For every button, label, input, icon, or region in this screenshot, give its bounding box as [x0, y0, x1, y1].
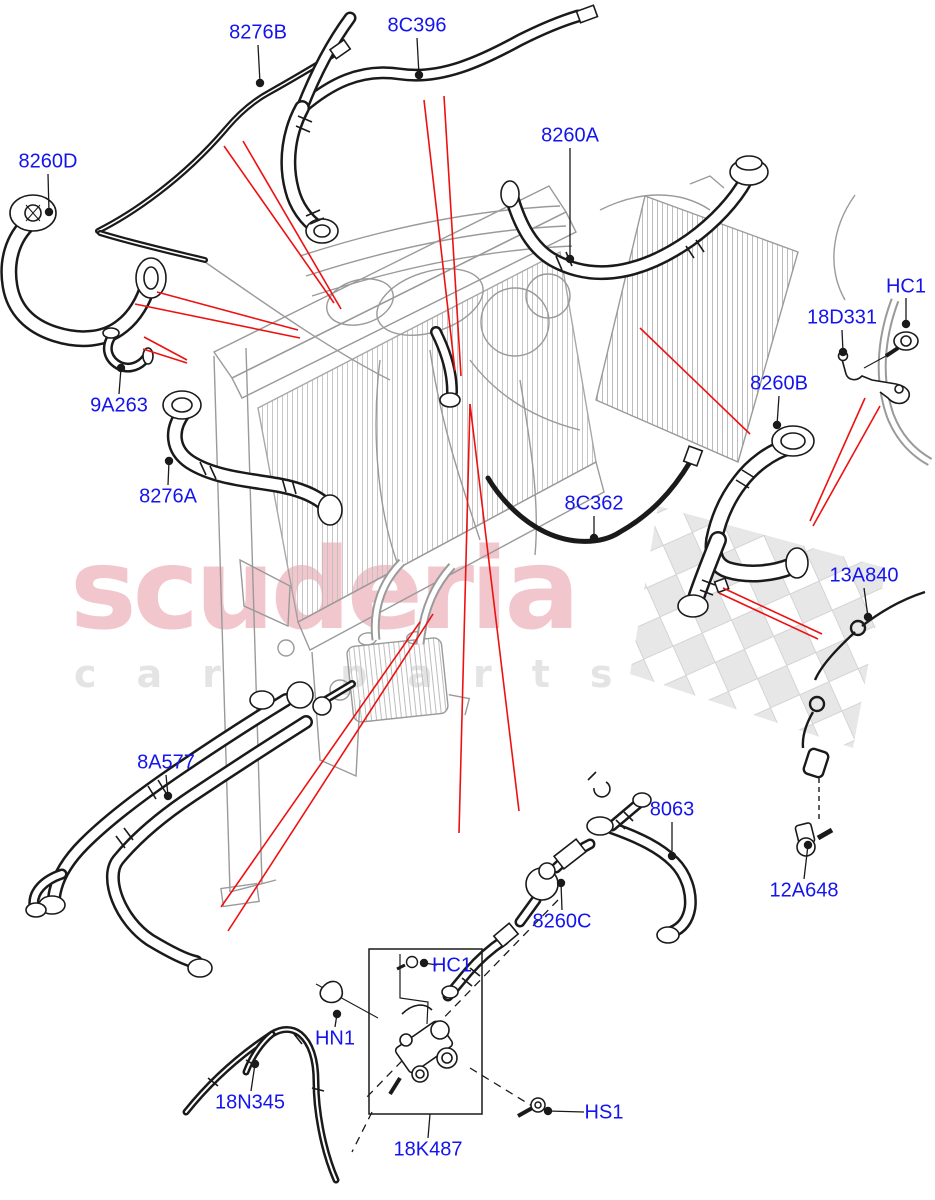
leader-line: [47, 173, 50, 213]
callout-dot: [419, 958, 429, 968]
clip-HN1: [315, 980, 379, 1019]
callout-dot: [589, 533, 599, 543]
red-locator-line: [812, 405, 881, 527]
callout-dot: [250, 1059, 260, 1069]
callout-dot: [332, 1009, 342, 1019]
pipe-18N345-branch: [245, 1033, 273, 1073]
callout-dot: [414, 70, 424, 80]
callout-dot: [44, 207, 54, 217]
red-locator-line: [809, 397, 866, 522]
part-label-18K487[interactable]: 18K487: [393, 1138, 463, 1161]
callout-dot: [255, 78, 265, 88]
part-label-8276A[interactable]: 8276A: [139, 485, 197, 508]
leader-line: [250, 1063, 256, 1092]
red-locator-line: [142, 348, 188, 364]
leader-line: [427, 1113, 431, 1139]
part-label-8C396[interactable]: 8C396: [387, 14, 447, 37]
engine-elbow: [432, 328, 456, 396]
red-locator-line: [220, 621, 421, 908]
part-label-18D331[interactable]: 18D331: [806, 306, 878, 329]
leader-line: [547, 1110, 585, 1113]
callout-dot: [772, 420, 782, 430]
red-locator-line: [227, 613, 434, 932]
callout-dot: [116, 363, 126, 373]
part-label-8260B[interactable]: 8260B: [750, 372, 808, 395]
part-label-8260D[interactable]: 8260D: [18, 150, 78, 173]
callout-dot: [667, 851, 677, 861]
red-locator-line: [639, 327, 751, 435]
red-locator-line: [242, 140, 342, 310]
part-label-8276B[interactable]: 8276B: [229, 21, 287, 44]
fittings: [9, 4, 815, 1092]
part-label-8260C[interactable]: 8260C: [532, 910, 592, 933]
red-locator-line: [469, 403, 520, 812]
red-locator-line: [134, 303, 301, 339]
part-label-13A840[interactable]: 13A840: [829, 564, 899, 587]
leader-line: [776, 395, 780, 426]
callout-dot: [565, 254, 575, 264]
hose-8260B-lower: [689, 533, 725, 605]
red-locator-line: [223, 145, 335, 304]
leader-line: [863, 587, 869, 618]
callout-dot: [803, 840, 813, 850]
screw-HS1: [517, 1097, 546, 1118]
leader-line: [803, 844, 809, 880]
leader-line: [257, 44, 261, 84]
red-locator-line: [156, 291, 299, 331]
hose-8260C-cap: [609, 801, 641, 829]
hose-8260A: [507, 175, 751, 278]
hose-8C396-elbow: [282, 102, 324, 234]
part-label-12A648[interactable]: 12A648: [769, 879, 839, 902]
hose-8063: [608, 824, 695, 936]
red-locator-line: [143, 336, 188, 361]
part-label-8063[interactable]: 8063: [649, 798, 695, 821]
hose-8C396-top: [298, 14, 354, 112]
callout-dot: [838, 347, 848, 357]
callout-dot: [543, 1106, 553, 1116]
leader-line: [118, 367, 122, 395]
wire-13A840: [801, 590, 926, 822]
assembly-box-18K487: [368, 948, 483, 1115]
leader-line: [560, 882, 563, 911]
callout-dot: [901, 319, 911, 329]
red-locator-line: [423, 99, 456, 372]
hose-8276A: [169, 406, 332, 511]
pipe-8276B-branch: [99, 232, 206, 261]
part-label-8A577[interactable]: 8A577: [137, 751, 195, 774]
leader-line: [416, 37, 420, 76]
red-locator-line: [443, 95, 462, 377]
pipe-18N345: [185, 1028, 337, 1181]
dashed-lines: [351, 899, 559, 1153]
bolt-HC1-bottom: [396, 955, 419, 971]
callout-dot: [163, 791, 173, 801]
callout-dot: [863, 612, 873, 622]
part-label-HS1[interactable]: HS1: [584, 1101, 624, 1124]
hose-8A577-a: [49, 695, 291, 903]
part-label-9A263[interactable]: 9A263: [90, 394, 148, 417]
hose-8260D: [2, 216, 154, 345]
part-label-8260A[interactable]: 8260A: [541, 124, 599, 147]
part-label-HC1_BOT[interactable]: HC1: [431, 954, 473, 977]
sensor-12A648: [794, 822, 834, 857]
callout-dot: [164, 456, 174, 466]
hose-8C396: [298, 12, 582, 112]
checkered-flag: [630, 506, 886, 748]
bracket-18D331: [837, 331, 919, 405]
red-locator-line: [458, 403, 471, 834]
part-label-HC1_TOP[interactable]: HC1: [885, 275, 927, 298]
red-locator-line: [718, 592, 819, 640]
callout-dot: [556, 878, 566, 888]
part-label-18N345[interactable]: 18N345: [214, 1091, 286, 1114]
part-label-8C362[interactable]: 8C362: [564, 492, 624, 515]
hose-8260C-neck: [517, 897, 539, 925]
pipe-8276B: [97, 51, 339, 232]
part-label-HN1[interactable]: HN1: [314, 1027, 356, 1050]
hose-8A577-b: [108, 717, 311, 967]
red-locator-line: [722, 587, 823, 635]
